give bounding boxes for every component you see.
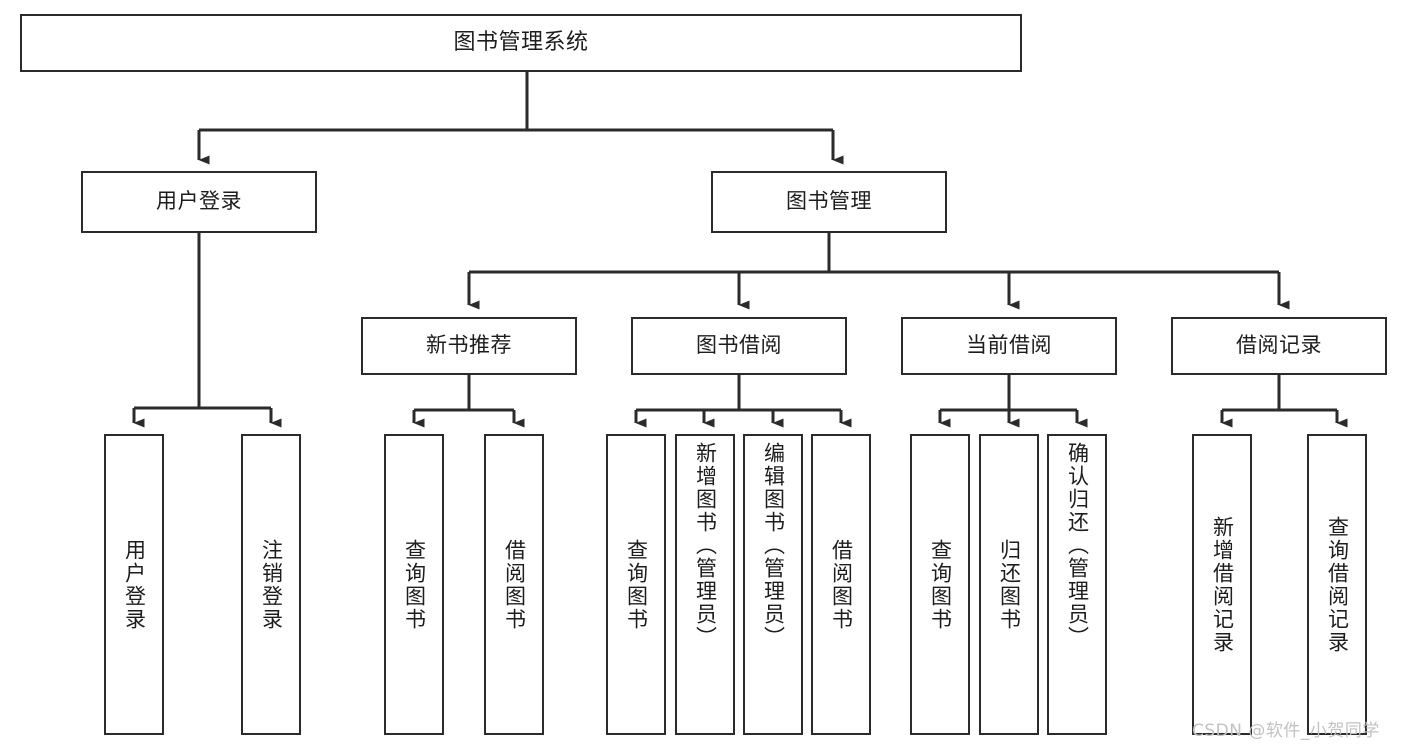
node-label: 编辑图书（管理员） — [761, 442, 786, 649]
node-book-borrow[interactable]: 图书借阅 — [631, 317, 847, 375]
node-label: 查询借阅记录 — [1325, 515, 1350, 654]
node-label: 新增图书（管理员） — [693, 442, 718, 649]
node-label: 借阅图书 — [829, 538, 854, 631]
leaf-confirm-return-admin[interactable]: 确认归还（管理员） — [1047, 434, 1107, 735]
leaf-query-book-borrow[interactable]: 查询图书 — [606, 434, 666, 735]
node-label: 借阅记录 — [1236, 333, 1322, 358]
leaf-query-book-current[interactable]: 查询图书 — [910, 434, 970, 735]
node-label: 查询图书 — [928, 538, 953, 631]
leaf-query-book-recommend[interactable]: 查询图书 — [384, 434, 444, 735]
leaf-borrow-book[interactable]: 借阅图书 — [811, 434, 871, 735]
node-label: 查询图书 — [624, 538, 649, 631]
node-book-management[interactable]: 图书管理 — [711, 171, 947, 233]
node-label: 新书推荐 — [426, 333, 512, 358]
node-label: 查询图书 — [402, 538, 427, 631]
node-label: 用户登录 — [122, 538, 147, 631]
leaf-return-book[interactable]: 归还图书 — [979, 434, 1039, 735]
leaf-add-borrow-record[interactable]: 新增借阅记录 — [1192, 434, 1252, 735]
node-label: 当前借阅 — [966, 333, 1052, 358]
node-label: 用户登录 — [156, 189, 242, 214]
node-label: 图书管理 — [786, 189, 872, 214]
node-label: 确认归还（管理员） — [1065, 442, 1090, 649]
node-root-system[interactable]: 图书管理系统 — [20, 14, 1022, 72]
node-borrow-records[interactable]: 借阅记录 — [1171, 317, 1387, 375]
leaf-query-borrow-record[interactable]: 查询借阅记录 — [1307, 434, 1367, 735]
leaf-add-book-admin[interactable]: 新增图书（管理员） — [675, 434, 735, 735]
leaf-user-login[interactable]: 用户登录 — [104, 434, 164, 735]
node-label: 借阅图书 — [502, 538, 527, 631]
node-current-borrow[interactable]: 当前借阅 — [901, 317, 1117, 375]
node-label: 图书管理系统 — [453, 29, 589, 55]
node-new-book-recommend[interactable]: 新书推荐 — [361, 317, 577, 375]
node-label: 归还图书 — [997, 538, 1022, 631]
node-user-login[interactable]: 用户登录 — [81, 171, 317, 233]
node-label: 新增借阅记录 — [1210, 515, 1235, 654]
csdn-watermark: CSDN @软件_小贺同学 — [1192, 721, 1380, 741]
node-label: 注销登录 — [259, 538, 284, 631]
leaf-borrow-book-recommend[interactable]: 借阅图书 — [484, 434, 544, 735]
leaf-logout[interactable]: 注销登录 — [241, 434, 301, 735]
leaf-edit-book-admin[interactable]: 编辑图书（管理员） — [743, 434, 803, 735]
node-label: 图书借阅 — [696, 333, 782, 358]
